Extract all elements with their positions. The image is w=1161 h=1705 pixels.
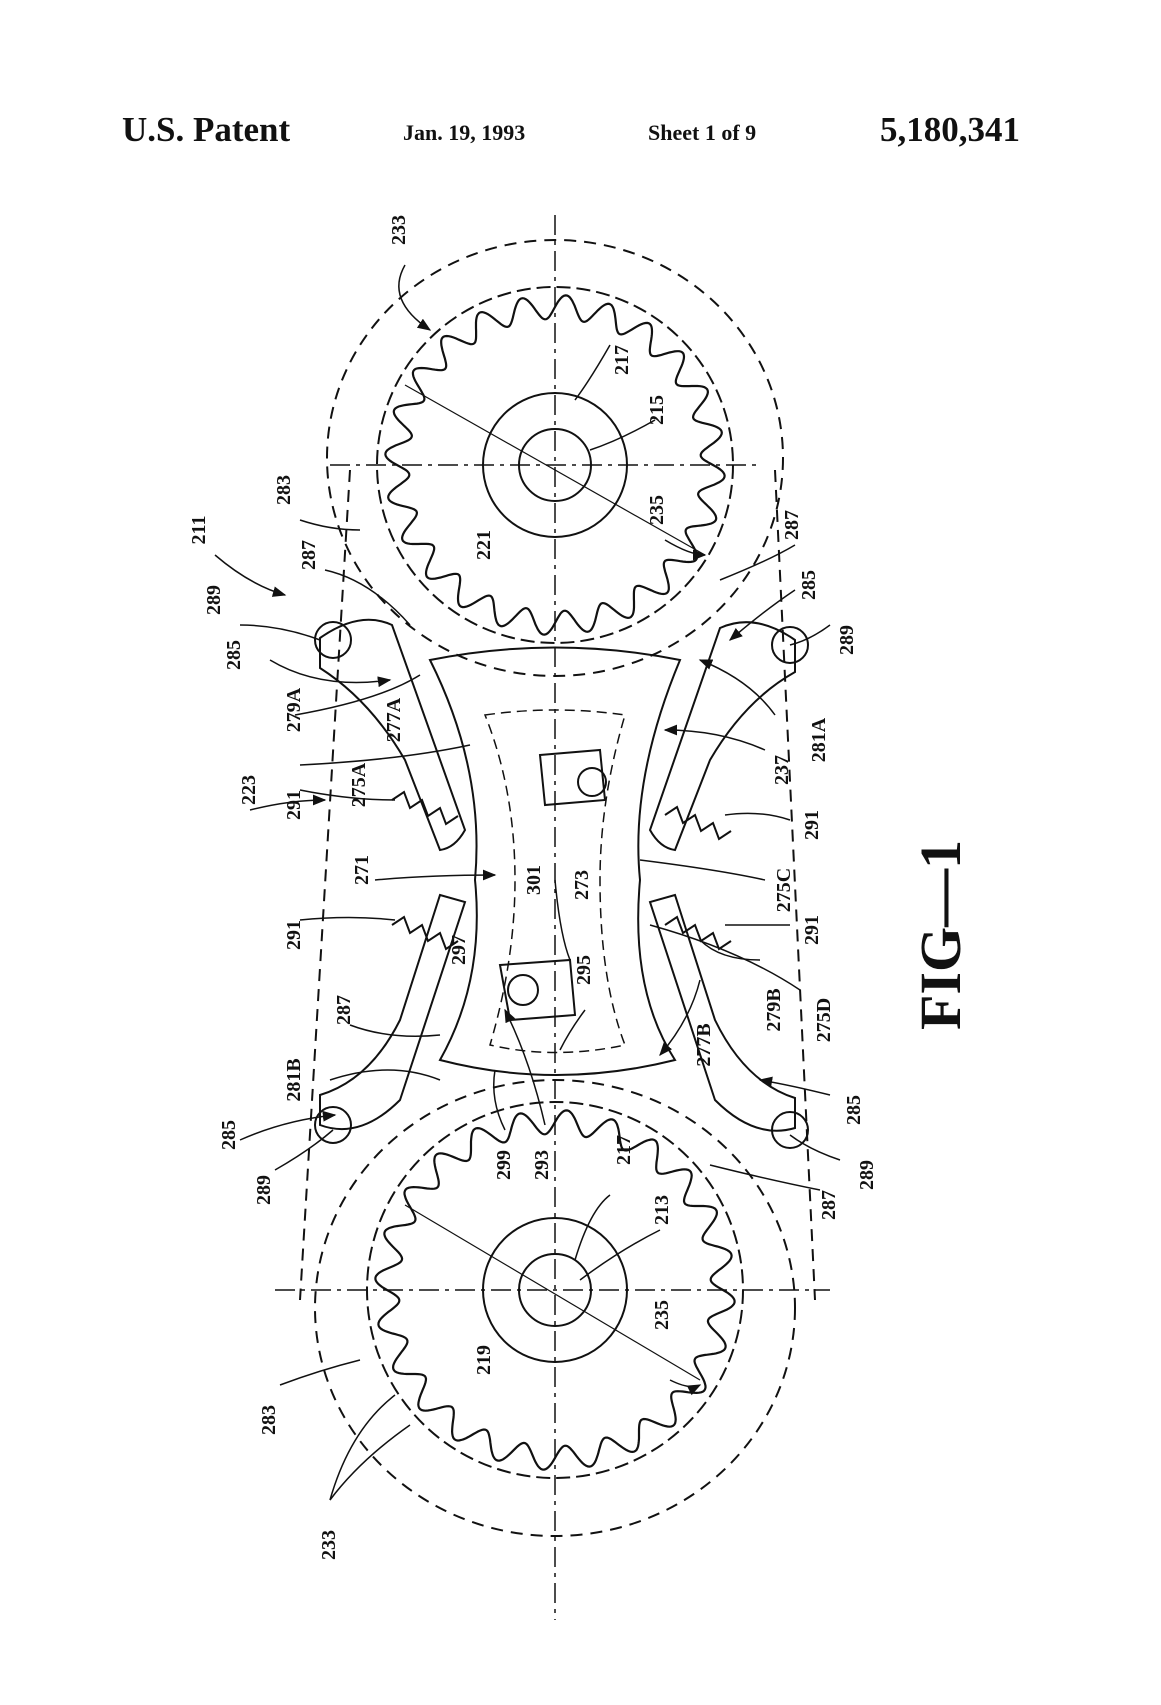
reference-numeral-295: 295 bbox=[573, 955, 595, 985]
reference-numeral-279A: 279A bbox=[283, 687, 305, 732]
reference-numeral-287d: 287 bbox=[818, 1190, 840, 1220]
reference-numeral-275C: 275C bbox=[773, 868, 795, 912]
reference-numeral-273: 273 bbox=[571, 870, 593, 900]
figure-caption: FIG—1 bbox=[908, 840, 973, 1030]
reference-numeral-281B: 281B bbox=[283, 1058, 305, 1101]
reference-numeral-277A: 277A bbox=[383, 697, 405, 742]
reference-numeral-283a: 283 bbox=[273, 475, 295, 505]
reference-numeral-291d: 291 bbox=[801, 915, 823, 945]
reference-numeral-291c: 291 bbox=[801, 810, 823, 840]
reference-numeral-287b: 287 bbox=[333, 995, 355, 1025]
reference-numeral-299: 299 bbox=[493, 1150, 515, 1180]
reference-numeral-221: 221 bbox=[473, 530, 495, 560]
reference-numeral-291a: 291 bbox=[283, 790, 305, 820]
reference-numeral-289c: 289 bbox=[836, 625, 858, 655]
reference-numeral-233b: 233 bbox=[318, 1530, 340, 1560]
reference-numeral-279B: 279B bbox=[763, 988, 785, 1031]
reference-numeral-235b: 235 bbox=[651, 1300, 673, 1330]
reference-numeral-293: 293 bbox=[531, 1150, 553, 1180]
reference-numeral-289b: 289 bbox=[253, 1175, 275, 1205]
reference-numeral-215: 215 bbox=[646, 395, 668, 425]
reference-numeral-285d: 285 bbox=[843, 1095, 865, 1125]
upper-latch bbox=[540, 750, 605, 805]
reference-numeral-237: 237 bbox=[771, 755, 793, 785]
reference-numeral-275D: 275D bbox=[813, 998, 835, 1042]
upper-latch-pin bbox=[578, 768, 606, 796]
reference-numeral-287a: 287 bbox=[298, 540, 320, 570]
reference-numeral-281A: 281A bbox=[808, 717, 830, 762]
reference-numeral-285b: 285 bbox=[218, 1120, 240, 1150]
reference-numeral-275A: 275A bbox=[348, 762, 370, 807]
reference-numeral-211: 211 bbox=[188, 516, 210, 545]
spring-upper-left bbox=[392, 792, 458, 824]
reference-numeral-277B: 277B bbox=[693, 1023, 715, 1066]
belt-left-dashed bbox=[300, 470, 350, 1300]
reference-numeral-287c: 287 bbox=[781, 510, 803, 540]
reference-numeral-235a: 235 bbox=[646, 495, 668, 525]
reference-numeral-213: 213 bbox=[651, 1195, 673, 1225]
lower-latch-pin bbox=[508, 975, 538, 1005]
reference-numeral-285a: 285 bbox=[223, 640, 245, 670]
lower-radius-line bbox=[405, 1205, 700, 1380]
reference-numeral-301: 301 bbox=[523, 865, 545, 895]
reference-numeral-217b: 217 bbox=[613, 1135, 635, 1165]
reference-numeral-223: 223 bbox=[238, 775, 260, 805]
reference-numeral-271: 271 bbox=[351, 855, 373, 885]
reference-numeral-285c: 285 bbox=[798, 570, 820, 600]
spring-upper-right bbox=[665, 807, 731, 839]
reference-numeral-291b: 291 bbox=[283, 920, 305, 950]
reference-numeral-297: 297 bbox=[448, 935, 470, 965]
reference-numeral-233a: 233 bbox=[388, 215, 410, 245]
reference-numeral-289a: 289 bbox=[203, 585, 225, 615]
reference-numeral-283b: 283 bbox=[258, 1405, 280, 1435]
reference-numeral-217a: 217 bbox=[611, 345, 633, 375]
reference-numeral-289d: 289 bbox=[856, 1160, 878, 1190]
reference-numeral-219: 219 bbox=[473, 1345, 495, 1375]
